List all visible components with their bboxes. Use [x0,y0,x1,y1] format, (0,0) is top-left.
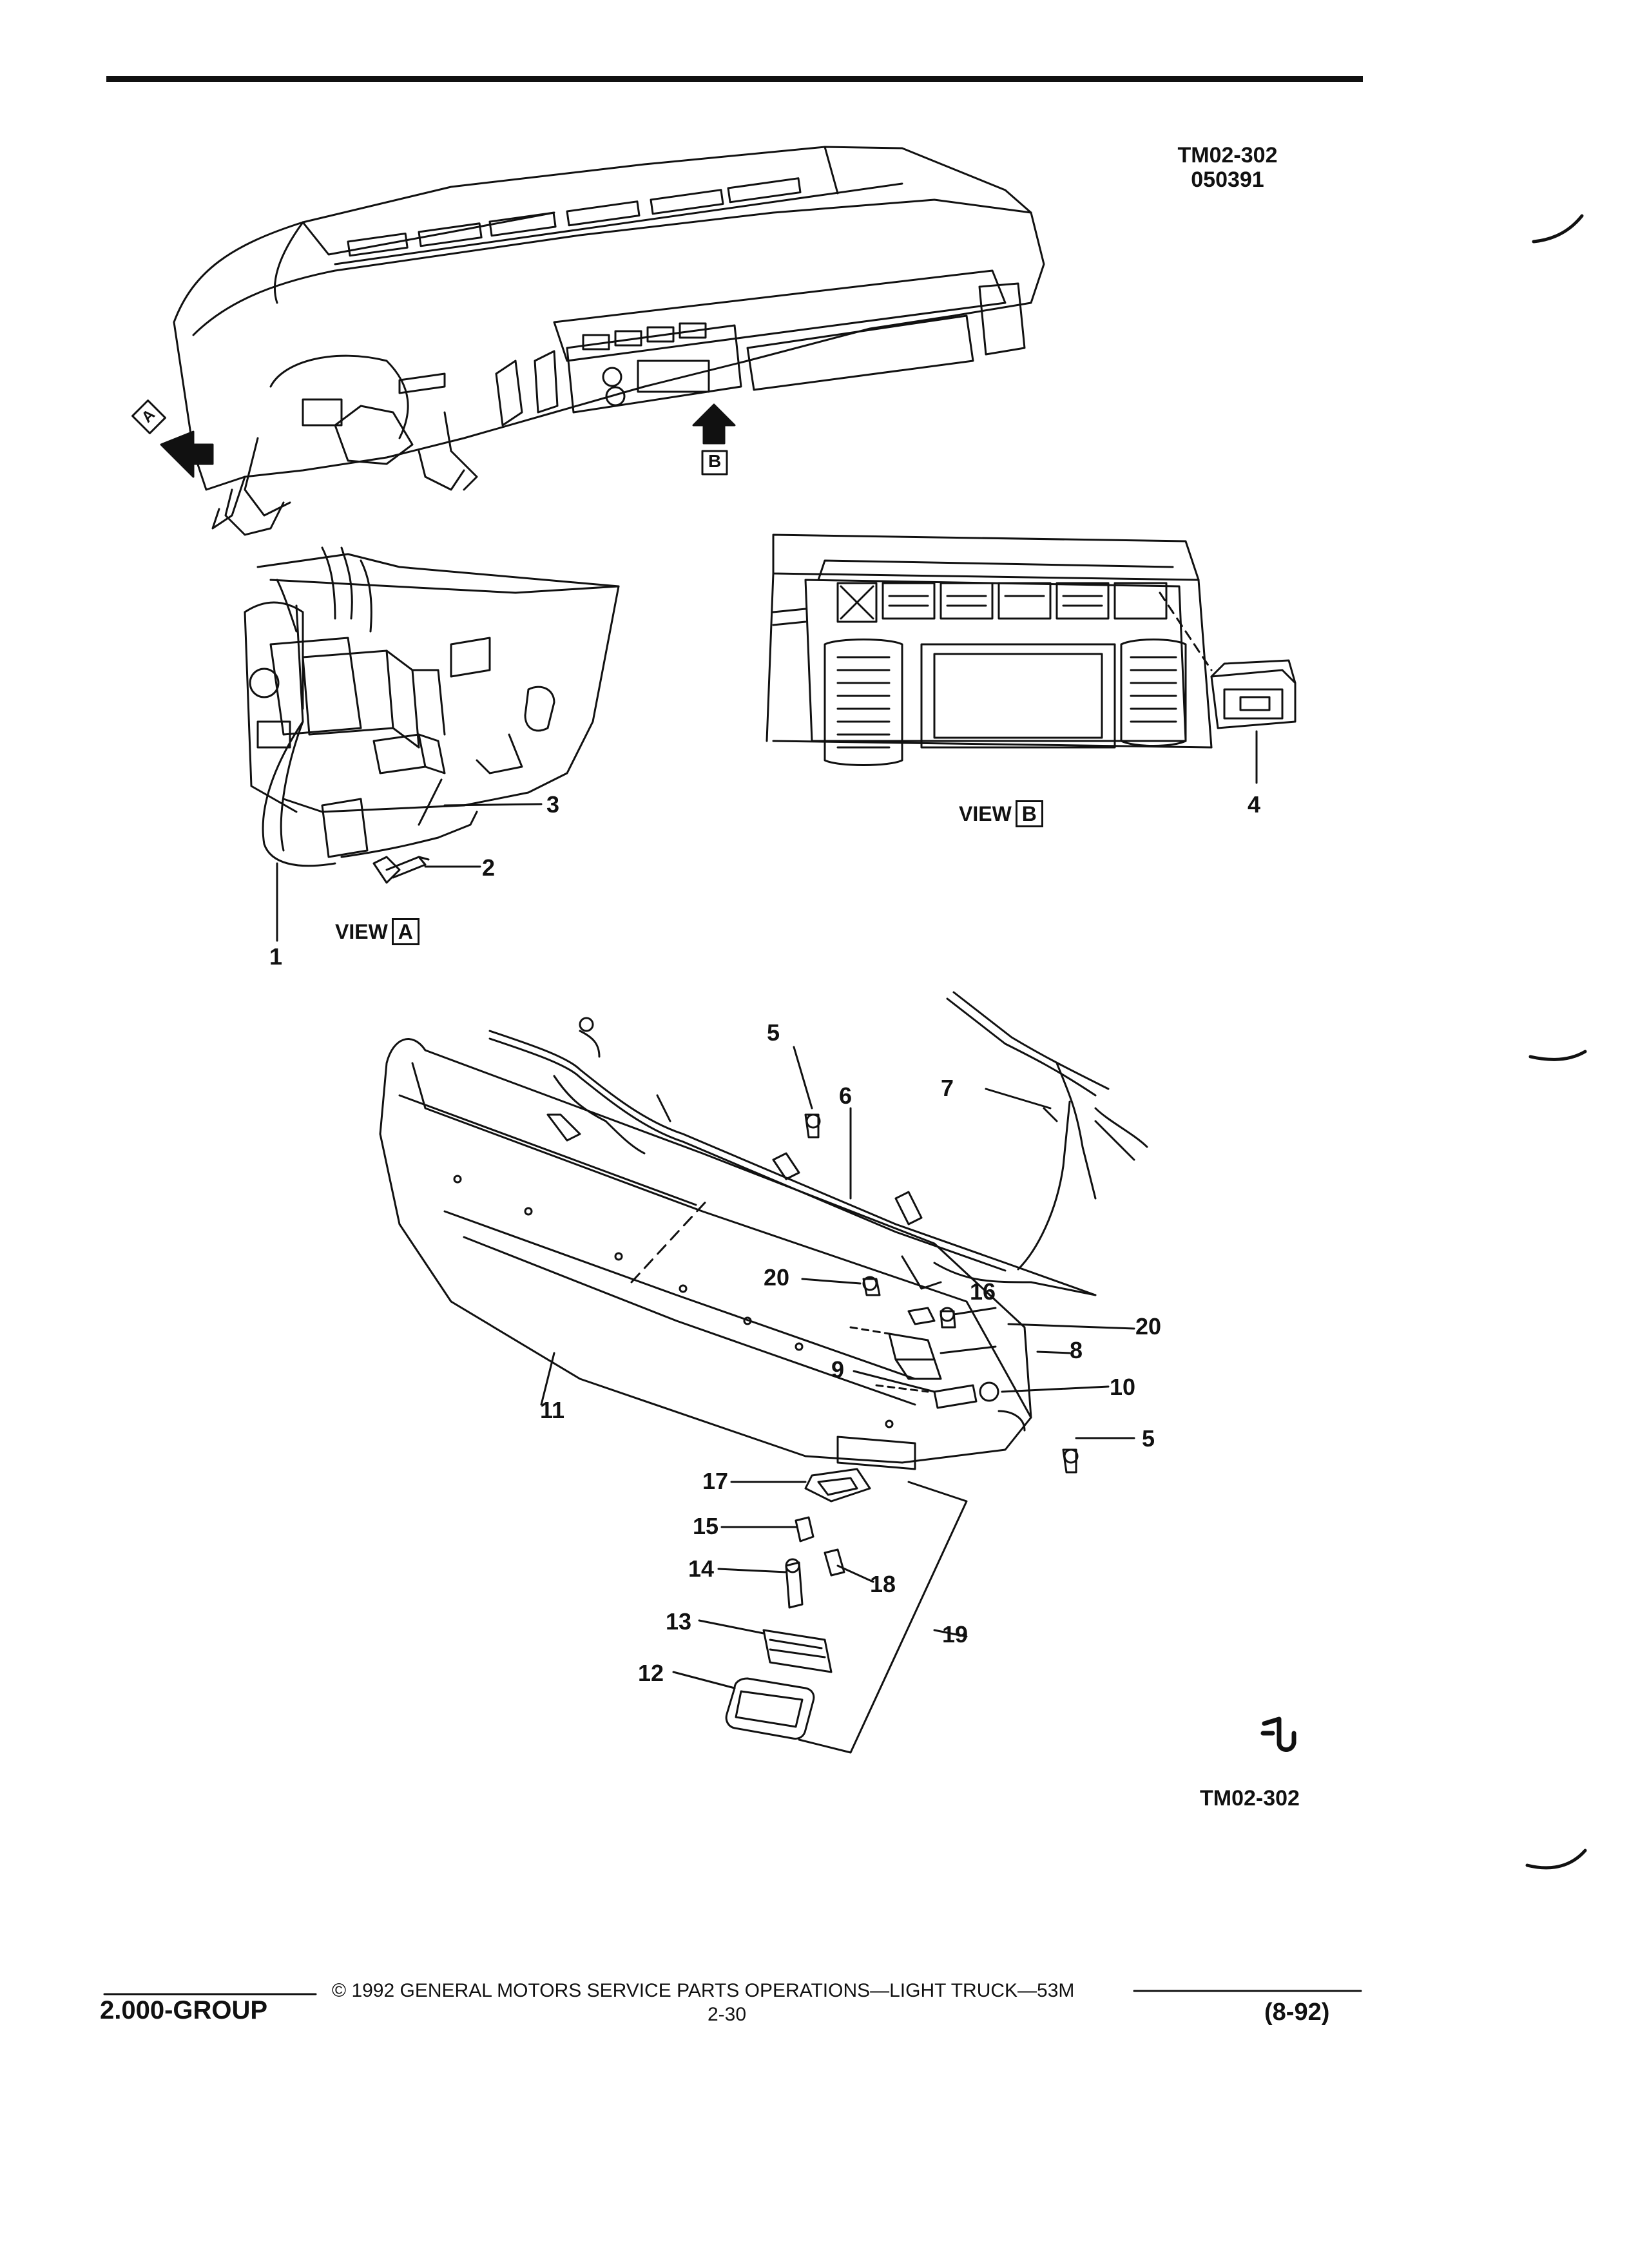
callout-17: 17 [702,1468,729,1494]
illustrator-mark [1260,1716,1296,1752]
callout-15: 15 [693,1513,719,1539]
view-b-marker: B [708,451,722,471]
view-a-word: VIEW [335,920,388,943]
callout-18: 18 [870,1571,896,1597]
callout-10: 10 [1110,1374,1136,1400]
callout-9: 9 [831,1356,845,1383]
callout-19: 19 [942,1621,969,1648]
callout-20-left: 20 [764,1264,790,1291]
view-a-drawing [244,546,620,942]
callout-6: 6 [839,1082,853,1109]
footer-page-number: 2-30 [708,2004,747,2025]
callout-2: 2 [482,854,496,881]
header-rule [106,76,1363,82]
view-b-arrow [692,403,736,476]
callout-7: 7 [941,1075,954,1101]
footer-group: 2.000-GROUP [100,1996,268,2024]
callout-16: 16 [970,1278,996,1305]
callout-13: 13 [666,1608,692,1635]
callout-14: 14 [688,1555,715,1582]
callout-3: 3 [546,791,560,818]
bottom-figure-code: TM02-302 [1200,1786,1300,1811]
view-a-arrow [131,399,214,478]
callout-20-right: 20 [1135,1313,1162,1340]
margin-marks [1525,214,1587,1870]
callout-12: 12 [638,1660,664,1686]
callout-4: 4 [1248,791,1261,818]
view-a-letter: A [391,918,419,945]
instrument-panel-drawing [173,146,1045,536]
callout-8: 8 [1070,1337,1083,1363]
footer-revision: (8-92) [1264,1999,1330,2026]
callout-11: 11 [540,1397,565,1423]
callout-5-top: 5 [767,1019,780,1046]
bumper-drawing [379,991,1148,1754]
figure-date: 050391 [1191,168,1264,192]
footer-rules [103,1990,1362,1995]
view-b-word: VIEW [959,802,1012,825]
figure-code: TM02-302 [1177,143,1278,168]
callout-leaders [672,1046,1135,1689]
view-b-drawing [766,533,1296,784]
figure-code-block: TM02-302 050391 [1163,143,1292,192]
footer-copyright: © 1992 GENERAL MOTORS SERVICE PARTS OPER… [332,1980,1075,2001]
callout-1: 1 [269,943,283,970]
callout-5-bottom: 5 [1142,1425,1155,1452]
view-b-letter: B [1015,800,1043,827]
